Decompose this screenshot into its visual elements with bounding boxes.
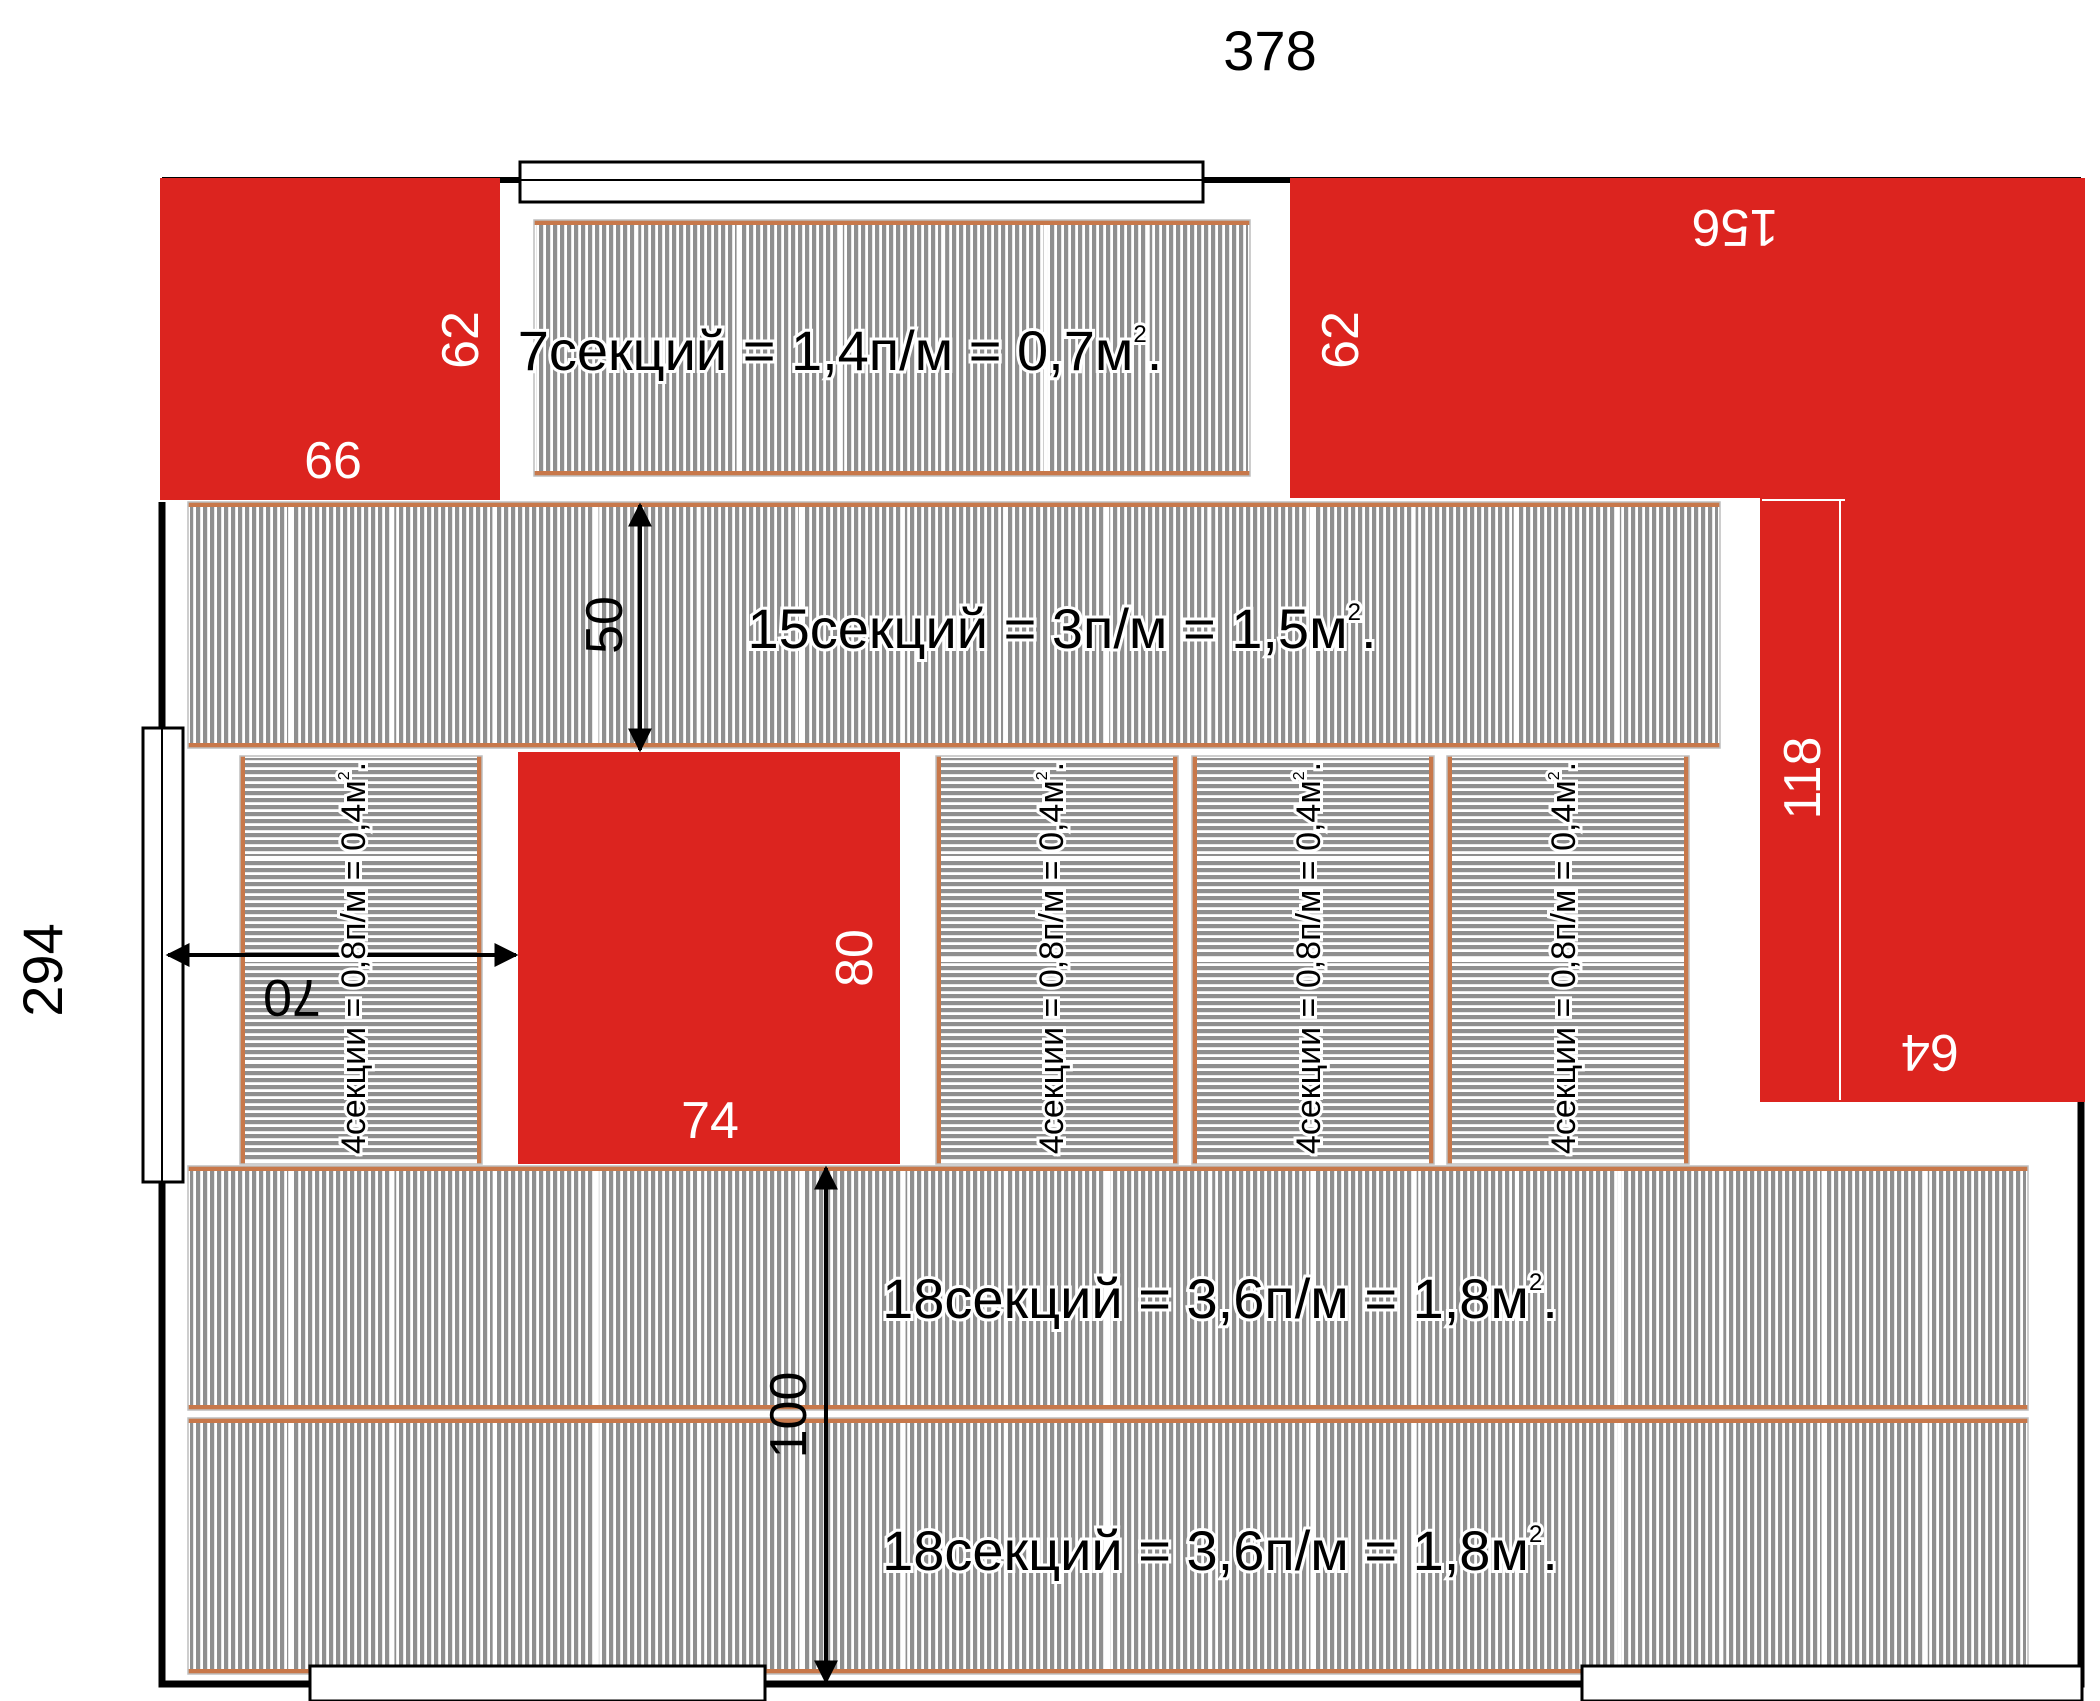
obstacle-top-right-width: 156 bbox=[1692, 198, 1779, 256]
panel-mid-2 bbox=[935, 754, 1179, 1166]
panel-lower-1-outline bbox=[187, 1165, 2029, 1411]
panel-top-edge bbox=[534, 220, 1250, 225]
panel-upper-edge bbox=[188, 743, 1720, 748]
panel-mid-3-outline bbox=[1191, 755, 1435, 1165]
panel-mid-4-label: 4секции = 0,8п/м = 0,4м2. bbox=[1545, 762, 1583, 1154]
film-panels bbox=[186, 219, 2030, 1675]
room-width-label: 378 bbox=[1223, 19, 1316, 82]
panel-mid-4-edge bbox=[1447, 756, 1452, 1164]
panel-mid-2-edge bbox=[1173, 756, 1178, 1164]
panel-top bbox=[532, 219, 1252, 477]
panel-lower-1-label: 18секций = 3,6п/м = 1,8м2. bbox=[882, 1267, 1558, 1330]
obstacle-center-width: 74 bbox=[681, 1092, 739, 1150]
gap-top-label: 50 bbox=[576, 596, 634, 654]
panel-top-film bbox=[534, 220, 1250, 476]
window-bottom-left[interactable] bbox=[308, 1664, 767, 1701]
room-height-label: 294 bbox=[11, 923, 74, 1016]
panel-mid-4-outline bbox=[1446, 755, 1690, 1165]
panel-upper-label: 15секций = 3п/м = 1,5м2. bbox=[747, 597, 1376, 660]
panel-lower-2-outline bbox=[187, 1417, 2029, 1675]
window-bottom-right[interactable] bbox=[1580, 1664, 2084, 1701]
panel-lower-2-label: 18секций = 3,6п/м = 1,8м2. bbox=[882, 1519, 1558, 1582]
panel-mid-2-edge bbox=[936, 756, 941, 1164]
obstacle-top-right bbox=[1290, 178, 2085, 1102]
obstacle-center bbox=[518, 752, 900, 1164]
panel-lower-1-edge bbox=[188, 1166, 2028, 1171]
obstacle-top-left-width: 66 bbox=[304, 432, 362, 490]
panel-mid-3 bbox=[1191, 754, 1435, 1166]
panel-upper-outline bbox=[187, 501, 1721, 749]
obstacle-top-right-height: 62 bbox=[1312, 311, 1370, 369]
obstacle-top-left bbox=[160, 178, 500, 500]
gap-bottom-label: 100 bbox=[760, 1372, 818, 1459]
dimension-lines bbox=[165, 499, 1845, 1685]
panel-mid-3-edge bbox=[1429, 756, 1434, 1164]
panel-lower-2-edge bbox=[188, 1418, 2028, 1423]
panel-mid-2-outline bbox=[935, 755, 1179, 1165]
panel-mid-2-label: 4секции = 0,8п/м = 0,4м2. bbox=[1033, 762, 1071, 1154]
obstacle-top-left-height: 62 bbox=[432, 311, 490, 369]
panel-lower-1 bbox=[186, 1165, 2030, 1411]
panel-top-label: 7секций = 1,4п/м = 0,7м2. bbox=[518, 319, 1163, 382]
gap-left-label: 70 bbox=[263, 968, 321, 1026]
panel-mid-4 bbox=[1446, 754, 1690, 1166]
panel-upper bbox=[186, 501, 1722, 749]
panel-lower-2-edge bbox=[188, 1669, 2028, 1674]
panel-mid-4-edge bbox=[1684, 756, 1689, 1164]
panel-mid-3-label: 4секции = 0,8п/м = 0,4м2. bbox=[1290, 762, 1328, 1154]
panel-top-edge bbox=[534, 471, 1250, 476]
panel-upper-film bbox=[188, 502, 1720, 748]
panel-mid-1-label: 4секции = 0,8п/м = 0,4м2. bbox=[335, 762, 373, 1154]
obstacle-right-width: 64 bbox=[1901, 1023, 1959, 1081]
obstacle-center-height: 80 bbox=[826, 929, 884, 987]
panel-top-outline bbox=[533, 219, 1251, 477]
obstacle-right-height: 118 bbox=[1774, 737, 1832, 820]
window-top[interactable] bbox=[518, 160, 1205, 204]
panel-lower-1-edge bbox=[188, 1405, 2028, 1410]
panel-mid-3-edge bbox=[1192, 756, 1197, 1164]
panel-upper-edge bbox=[188, 502, 1720, 507]
panel-lower-2 bbox=[186, 1417, 2030, 1675]
